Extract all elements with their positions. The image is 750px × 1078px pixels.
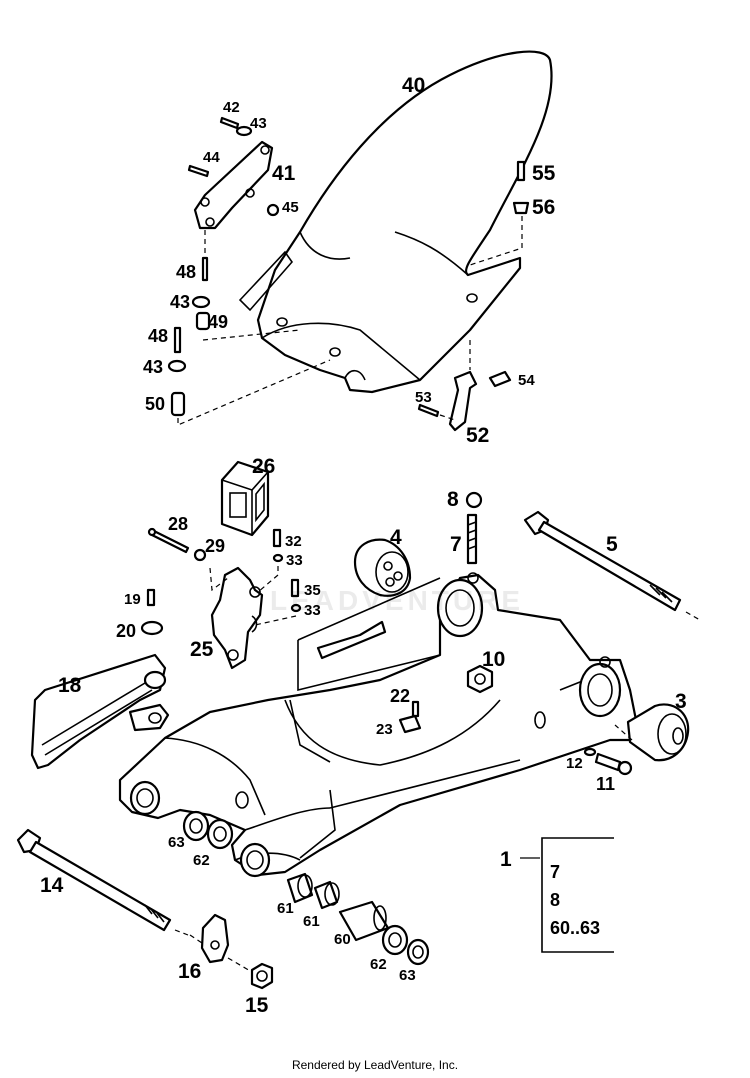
kit-number: 1 bbox=[500, 848, 512, 871]
callout-43-low: 43 bbox=[143, 357, 163, 377]
callout-10: 10 bbox=[482, 648, 505, 671]
assembly-lines-swingarm bbox=[174, 566, 701, 973]
callout-33-upper: 33 bbox=[286, 552, 303, 569]
callout-41: 41 bbox=[272, 162, 296, 185]
callout-52: 52 bbox=[466, 424, 489, 447]
callout-43-mid: 43 bbox=[170, 292, 190, 312]
callout-56: 56 bbox=[532, 196, 555, 219]
callout-19: 19 bbox=[124, 591, 141, 608]
kit-legend: 1 7 8 60..63 bbox=[500, 848, 600, 938]
callout-numbers: 40 42 43 44 41 45 55 56 48 43 49 48 43 5… bbox=[40, 74, 687, 1017]
callout-55: 55 bbox=[532, 162, 556, 185]
small-fasteners bbox=[398, 700, 422, 734]
watermark-logo: LEADVENTURE bbox=[270, 585, 525, 616]
bushings-left bbox=[182, 810, 234, 850]
callout-26: 26 bbox=[252, 455, 275, 478]
callout-11: 11 bbox=[596, 774, 615, 794]
callout-32: 32 bbox=[285, 533, 302, 550]
bearing-bushing-3 bbox=[626, 703, 690, 762]
callout-44: 44 bbox=[203, 149, 220, 166]
callout-33-lower: 33 bbox=[304, 602, 321, 619]
callout-35: 35 bbox=[304, 582, 321, 599]
callout-28: 28 bbox=[168, 514, 188, 534]
callout-62-left: 62 bbox=[193, 852, 210, 869]
callout-12: 12 bbox=[566, 755, 583, 772]
callout-50: 50 bbox=[145, 394, 165, 414]
callout-61-first: 61 bbox=[277, 900, 294, 917]
callout-18: 18 bbox=[58, 674, 82, 697]
callout-7: 7 bbox=[450, 533, 462, 556]
callout-53: 53 bbox=[415, 389, 432, 406]
kit-bracket bbox=[520, 837, 614, 953]
callout-40: 40 bbox=[402, 74, 425, 97]
callout-49: 49 bbox=[208, 312, 228, 332]
callout-16: 16 bbox=[178, 960, 201, 983]
pivot-bolt bbox=[16, 828, 172, 932]
rear-fender bbox=[238, 50, 553, 394]
callout-20: 20 bbox=[116, 621, 136, 641]
callout-14: 14 bbox=[40, 874, 64, 897]
callout-42: 42 bbox=[223, 99, 240, 116]
assembly-lines-fender bbox=[177, 216, 523, 426]
callout-60: 60 bbox=[334, 931, 351, 948]
callout-8: 8 bbox=[447, 488, 459, 511]
callout-22: 22 bbox=[390, 686, 410, 706]
bushings-right bbox=[286, 872, 430, 966]
callout-48-lower: 48 bbox=[148, 326, 168, 346]
swingarm bbox=[118, 572, 642, 878]
callout-54: 54 bbox=[518, 372, 535, 389]
fender-hardware bbox=[167, 116, 530, 432]
callout-61-second: 61 bbox=[303, 913, 320, 930]
callout-4: 4 bbox=[390, 526, 402, 549]
callout-3: 3 bbox=[675, 690, 687, 713]
swingarm-hardware bbox=[140, 527, 302, 636]
bearing-bushing-4 bbox=[353, 538, 412, 597]
callout-45: 45 bbox=[282, 199, 299, 216]
callout-63-right: 63 bbox=[399, 967, 416, 984]
callout-63-left: 63 bbox=[168, 834, 185, 851]
block-cover bbox=[220, 460, 270, 537]
plate-and-nut bbox=[200, 913, 274, 990]
kit-item-1: 7 bbox=[550, 862, 560, 882]
callout-48-upper: 48 bbox=[176, 262, 196, 282]
fender-bracket bbox=[193, 140, 274, 230]
kit-item-3: 60..63 bbox=[550, 918, 600, 938]
callout-62-right: 62 bbox=[370, 956, 387, 973]
stud-and-nut bbox=[465, 491, 483, 565]
callout-5: 5 bbox=[606, 533, 618, 556]
callout-23: 23 bbox=[376, 721, 393, 738]
nut-10 bbox=[466, 664, 494, 694]
callout-43-top: 43 bbox=[250, 115, 267, 132]
chain-slider-bracket bbox=[210, 566, 264, 670]
callout-25: 25 bbox=[190, 638, 214, 661]
chain-guide bbox=[30, 653, 170, 770]
footer-credit: Rendered by LeadVenture, Inc. bbox=[291, 1058, 459, 1072]
kit-item-2: 8 bbox=[550, 890, 560, 910]
callout-15: 15 bbox=[245, 994, 269, 1017]
bolt-washer bbox=[583, 747, 633, 776]
callout-29: 29 bbox=[205, 536, 225, 556]
pivot-axle bbox=[523, 510, 682, 612]
